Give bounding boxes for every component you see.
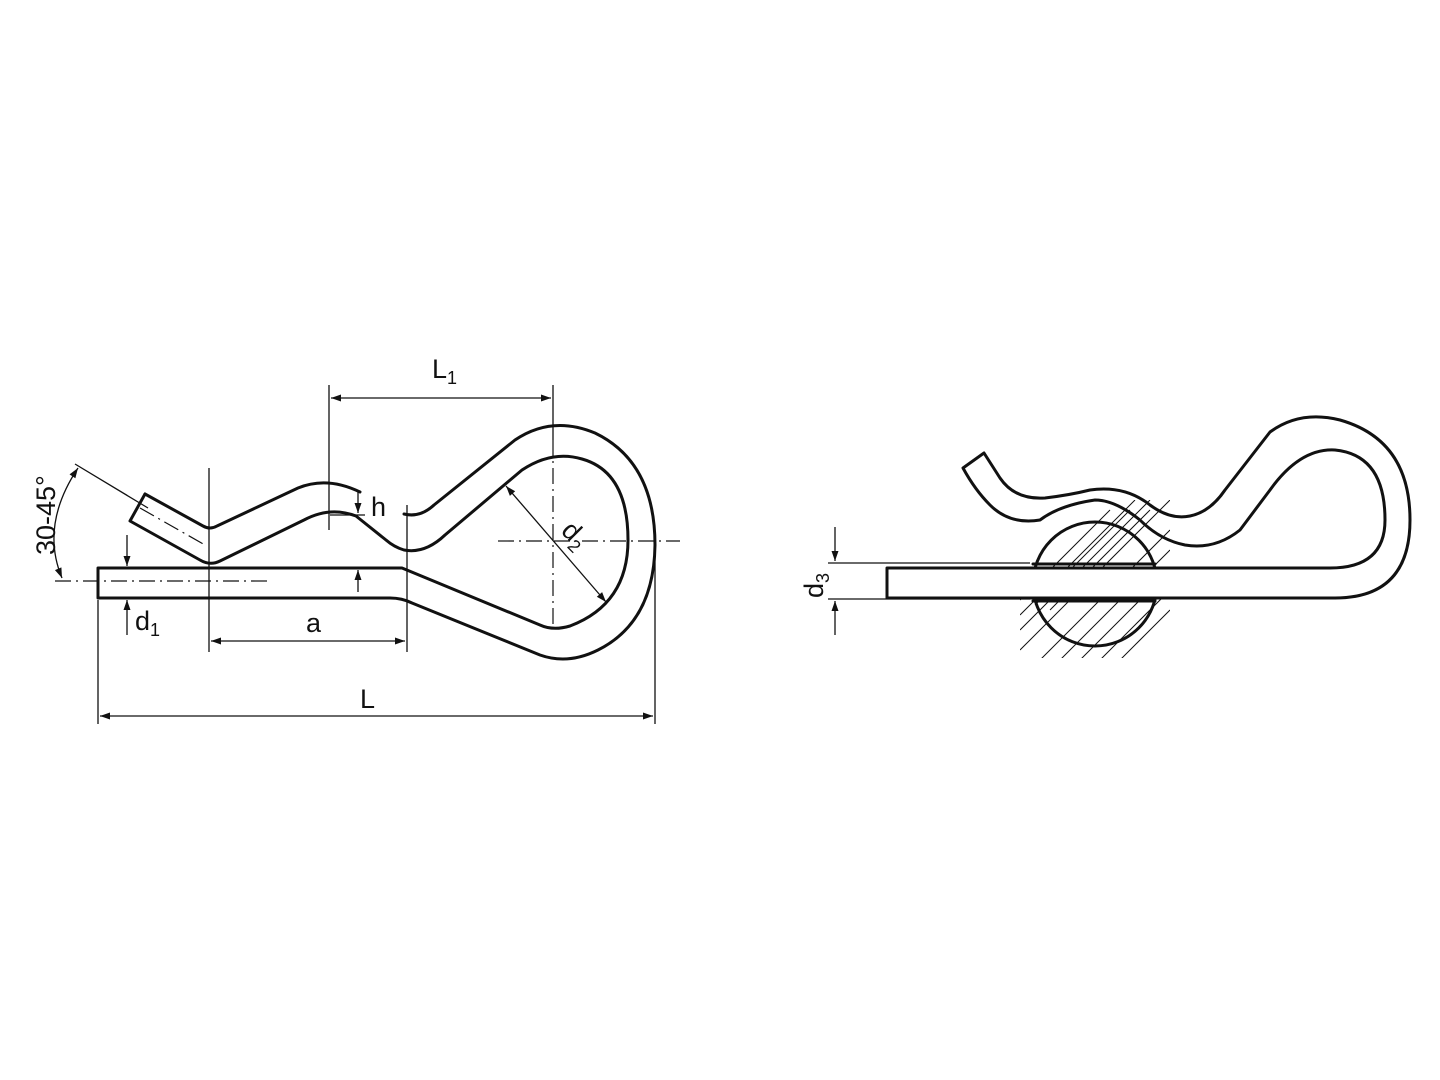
label-angle: 30-45° (31, 475, 61, 555)
dimension-angle (53, 467, 79, 579)
dimension-d2 (505, 485, 607, 603)
side-view: L1 L a h d1 d2 30-45° (31, 354, 680, 724)
tail-centerline (139, 507, 206, 546)
installed-view: d3 (799, 415, 1412, 658)
clip-wire-upper-edge (143, 481, 362, 530)
clip-wire-body (96, 423, 657, 661)
pin-section-hatched (1020, 500, 1170, 658)
label-d3: d3 (799, 573, 833, 598)
label-a: a (306, 608, 322, 638)
clip-wire-installed (885, 415, 1412, 600)
label-h: h (371, 492, 386, 522)
label-d1: d1 (135, 606, 160, 640)
label-L: L (360, 684, 375, 714)
label-L1: L1 (432, 354, 457, 388)
label-d2: d2 (553, 515, 595, 557)
